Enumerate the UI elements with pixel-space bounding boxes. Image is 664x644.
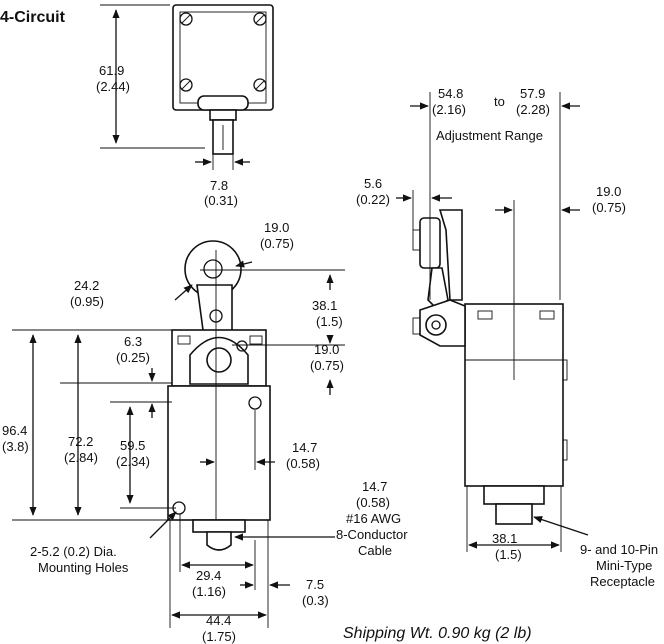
dim-cable-in: (0.58) [356,495,390,510]
dim-side-width-mm: 38.1 [492,531,517,546]
dim-side-offset-mm: 19.0 [596,184,621,199]
dim-pivot-in: (0.75) [310,358,344,373]
dim-top-height-in: (2.44) [96,79,130,94]
dim-hole-spacing-mm: 29.4 [196,568,221,583]
dim-adj-max-in: (2.28) [516,102,550,117]
dim-plunger-in: (0.31) [204,193,238,208]
dim-hole-spacing-in: (1.16) [192,584,226,599]
dim-offset-mm: 24.2 [74,278,99,293]
dim-lower-in: (2.34) [116,454,150,469]
dim-top-height-mm: 61.9 [99,63,124,78]
dim-width-mm: 44.4 [206,613,231,628]
dim-width-in: (1.75) [202,629,236,644]
dim-side-offset-in: (0.75) [592,200,626,215]
cable-label: Cable [358,543,392,558]
dim-adj-min-mm: 54.8 [438,86,463,101]
receptacle-line2: Mini-Type [596,558,652,573]
dim-small-in: (0.25) [116,350,150,365]
dim-arm-mm: 38.1 [312,298,337,313]
top-view [100,4,274,170]
mounting-holes-line1: 2-5.2 (0.2) Dia. [30,544,117,559]
dim-side-in: (0.3) [302,593,329,608]
dim-cable-mm: 14.7 [362,479,387,494]
dim-lever-in: (0.22) [356,192,390,207]
side-view [396,92,589,552]
receptacle-line1: 9- and 10-Pin [580,542,658,557]
dim-roller-in: (0.75) [260,236,294,251]
diagram-title: 4-Circuit [0,9,66,26]
dim-mid-mm: 72.2 [68,434,93,449]
dim-arm-in: (1.5) [316,314,343,329]
dim-adj-to: to [494,94,505,109]
dim-pivot-mm: 19.0 [314,342,339,357]
dim-total-mm: 96.4 [2,423,27,438]
dim-small-mm: 6.3 [124,334,142,349]
front-view [12,240,345,628]
dim-center-mm: 14.7 [292,440,317,455]
dim-lower-mm: 59.5 [120,438,145,453]
cable-awg-label: #16 AWG [346,511,401,526]
dim-adj-max-mm: 57.9 [520,86,545,101]
receptacle-line3: Receptacle [590,574,655,589]
dim-total-in: (3.8) [2,439,29,454]
shipping-weight: Shipping Wt. 0.90 kg (2 lb) [343,625,532,642]
dim-lever-mm: 5.6 [364,176,382,191]
mounting-holes-line2: Mounting Holes [38,560,129,575]
dim-plunger-mm: 7.8 [210,178,228,193]
dim-side-width-in: (1.5) [495,547,522,562]
dim-center-in: (0.58) [286,456,320,471]
dim-adj-min-in: (2.16) [432,102,466,117]
screw-icon [179,12,267,92]
dim-offset-in: (0.95) [70,294,104,309]
cable-conductor-label: 8-Conductor [336,527,408,542]
dim-side-mm: 7.5 [306,577,324,592]
adjustment-range-label: Adjustment Range [436,128,543,143]
dim-roller-mm: 19.0 [264,220,289,235]
dim-mid-in: (2.84) [64,450,98,465]
